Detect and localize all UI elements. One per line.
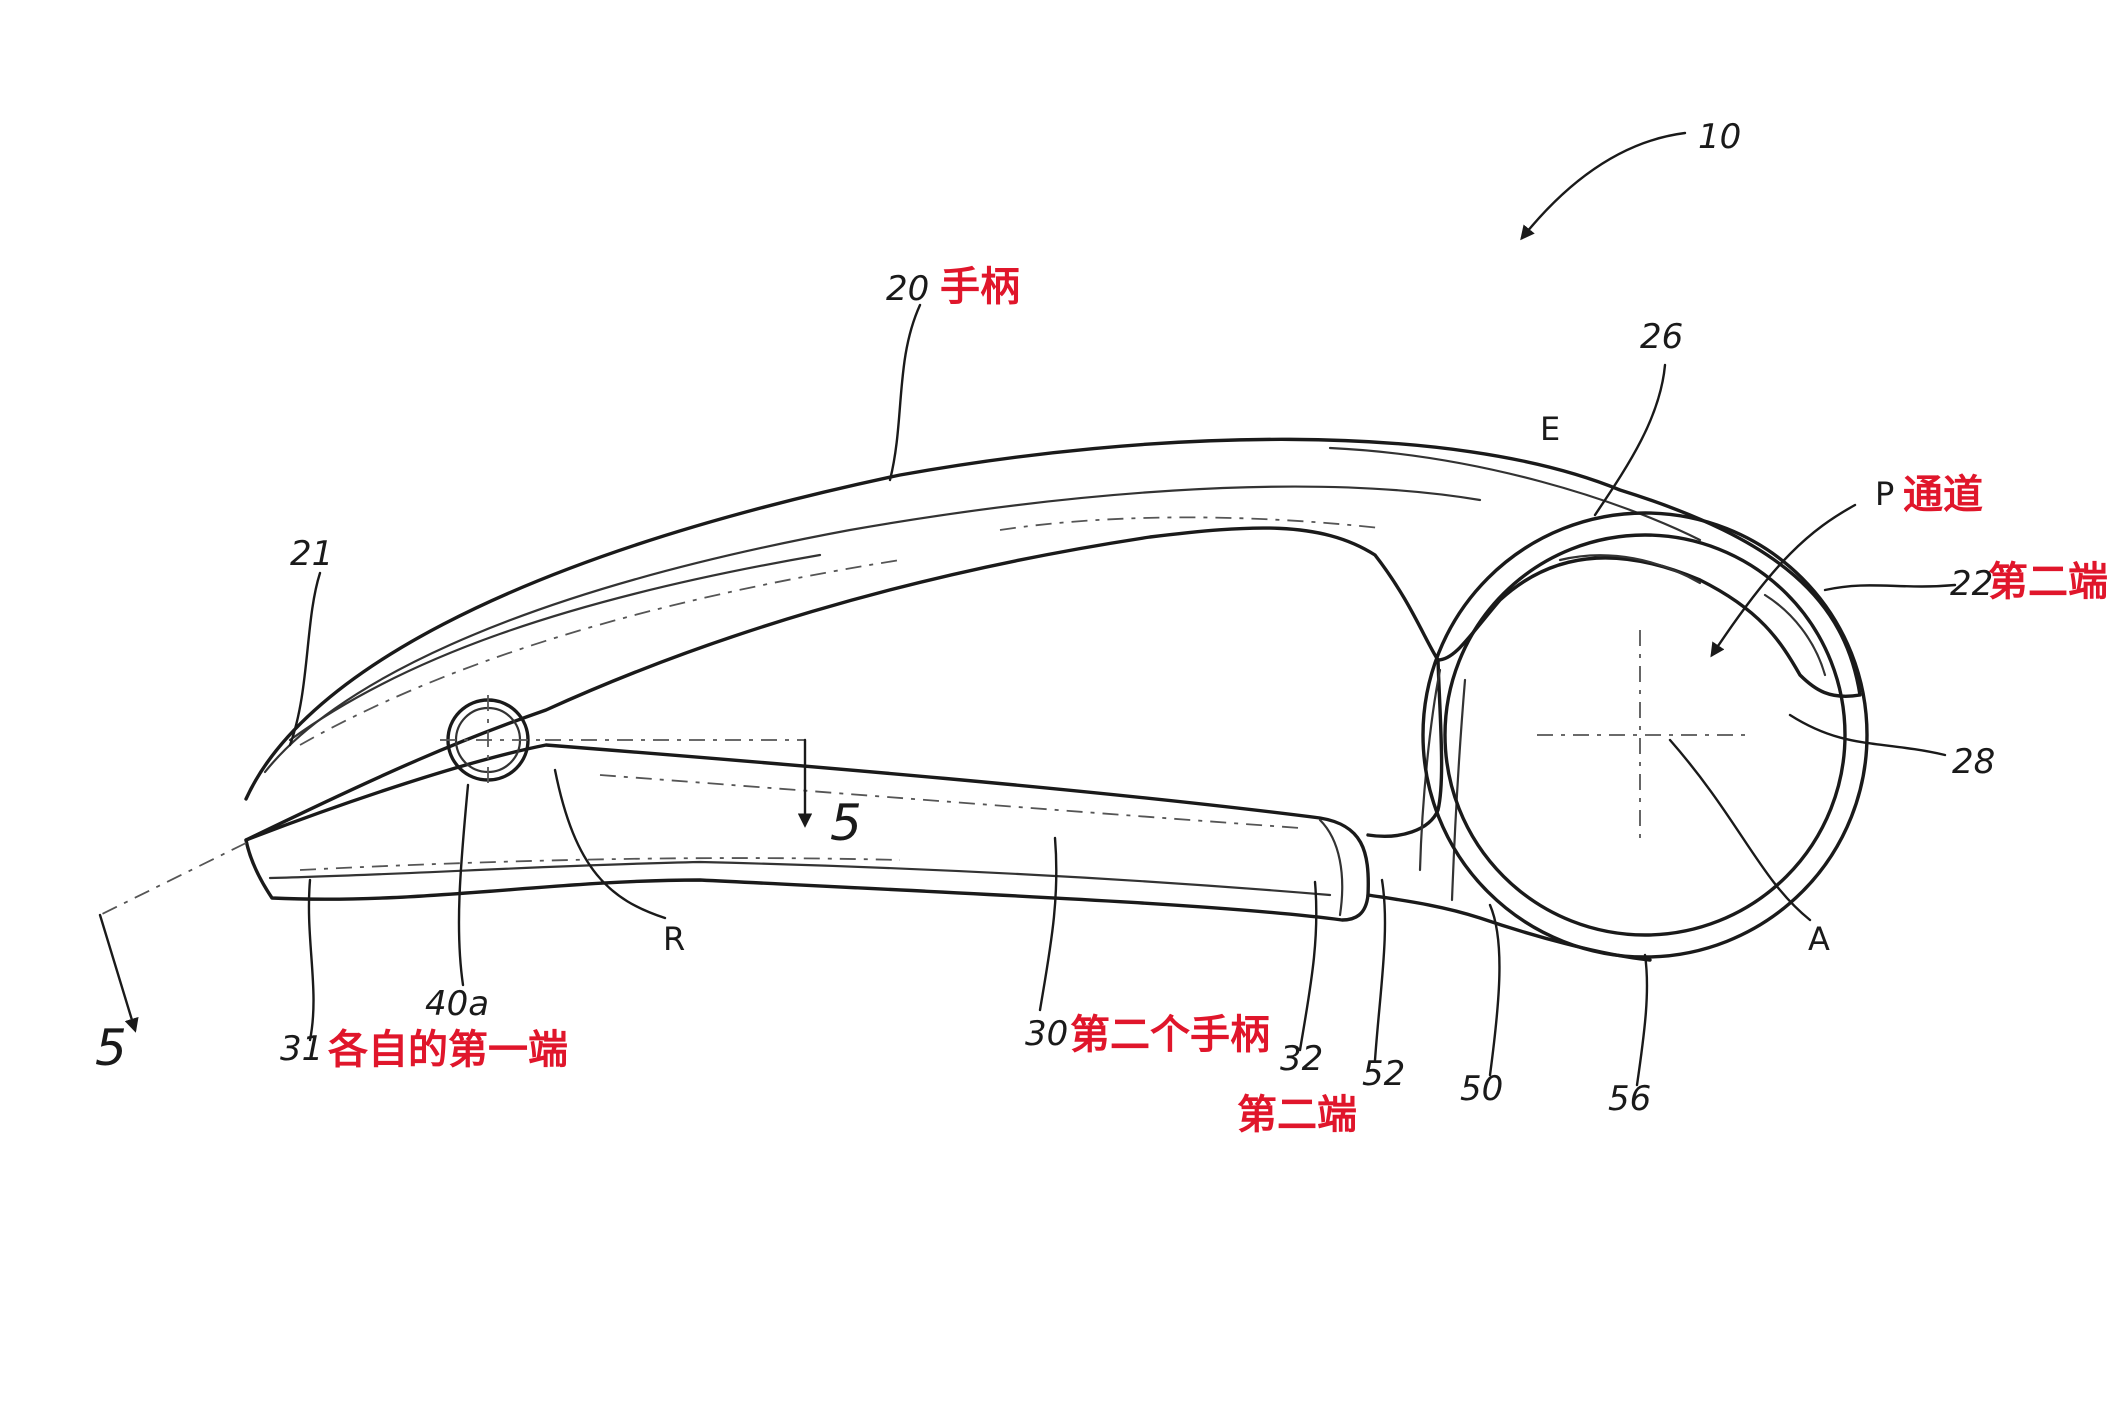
ref-50: 50	[1460, 1069, 1503, 1109]
ref-52: 52	[1362, 1054, 1405, 1094]
ref-26: 26	[1640, 317, 1683, 357]
annotation-respective-first-end: 各自的第一端	[328, 1027, 568, 1073]
annotation-second-handle: 第二个手柄	[1070, 1012, 1270, 1058]
leader-10	[1520, 131, 1687, 241]
jaw-body	[1366, 658, 1652, 962]
ref-56: 56	[1608, 1079, 1651, 1119]
ref-a: A	[1808, 920, 1830, 958]
ref-5-section: 5	[830, 794, 862, 852]
upper-handle	[244, 437, 1862, 842]
ref-31: 31	[280, 1029, 323, 1069]
ref-5-view: 5	[95, 1019, 127, 1077]
ref-28: 28	[1952, 742, 1995, 782]
pivot	[440, 695, 540, 790]
leader-lines	[288, 303, 1957, 1087]
annotation-channel: 通道	[1903, 472, 1983, 518]
ref-40a: 40a	[425, 984, 489, 1024]
section-line	[98, 738, 813, 1033]
ref-10: 10	[1698, 117, 1741, 157]
ref-22: 22	[1950, 564, 1993, 604]
ref-e: E	[1540, 410, 1560, 448]
ref-20: 20	[886, 269, 929, 309]
ref-r: R	[663, 920, 685, 958]
annotation-handle: 手柄	[940, 264, 1020, 310]
annotation-second-end-upper: 第二端	[1988, 559, 2108, 605]
lower-handle	[244, 743, 1370, 922]
ref-32: 32	[1280, 1039, 1323, 1079]
ref-21: 21	[290, 534, 333, 574]
ref-30: 30	[1025, 1014, 1068, 1054]
ref-p: P	[1875, 475, 1894, 513]
annotation-second-end-lower: 第二端	[1237, 1092, 1357, 1138]
